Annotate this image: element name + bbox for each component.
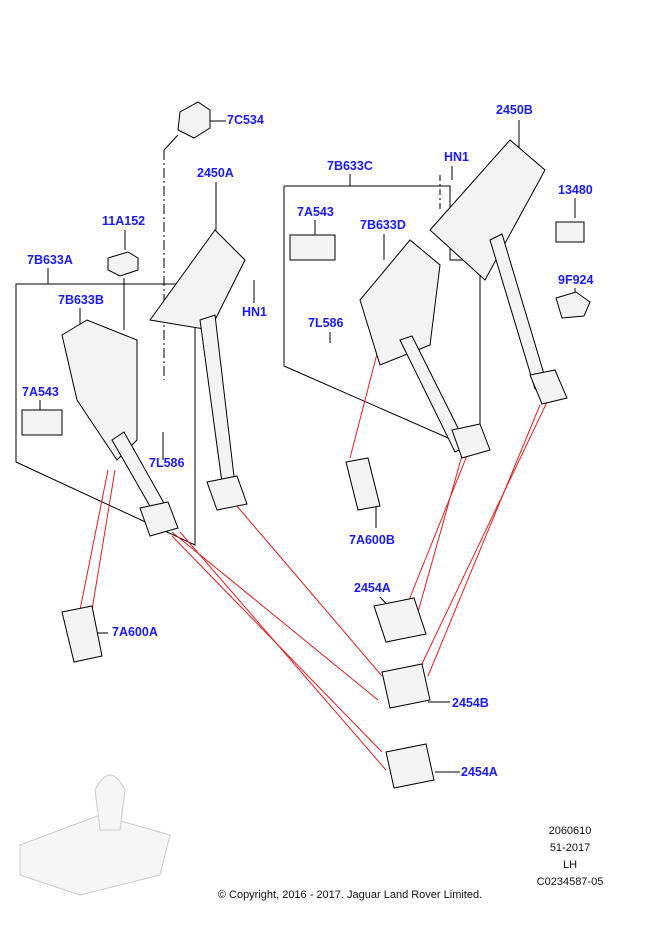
pad-2454B bbox=[381, 663, 431, 709]
sensor-11A152 bbox=[107, 251, 139, 277]
actuator-7A543-right bbox=[289, 234, 336, 261]
callout-HN1-left[interactable]: HN1 bbox=[242, 305, 268, 319]
pedal-pad-2450A bbox=[206, 475, 248, 511]
diagram-code: 2060610 bbox=[548, 825, 592, 837]
callout-7A600B[interactable]: 7A600B bbox=[349, 533, 395, 547]
gear-shift-ghost bbox=[19, 774, 171, 896]
callout-11A152[interactable]: 11A152 bbox=[102, 214, 146, 228]
callout-HN1-right[interactable]: HN1 bbox=[444, 150, 470, 164]
diagram-side: LH bbox=[562, 859, 578, 871]
pad-2454A-top bbox=[373, 597, 427, 643]
callout-13480[interactable]: 13480 bbox=[558, 183, 593, 197]
callout-2454B[interactable]: 2454B bbox=[452, 696, 489, 710]
pedal-pad-right bbox=[451, 423, 491, 459]
cover-7A600A bbox=[61, 605, 103, 663]
sensor-13480 bbox=[555, 221, 585, 243]
bracket-7B633B bbox=[61, 319, 138, 461]
callout-7C534[interactable]: 7C534 bbox=[227, 113, 264, 127]
callout-7B633C[interactable]: 7B633C bbox=[327, 159, 373, 173]
sensor-9F924 bbox=[555, 291, 591, 319]
pedal-arm-2450B bbox=[489, 233, 548, 390]
cover-7A600B bbox=[345, 457, 381, 511]
callout-7B633A[interactable]: 7B633A bbox=[27, 253, 73, 267]
pedal-pad-left bbox=[139, 501, 179, 537]
callout-7L586-right[interactable]: 7L586 bbox=[308, 316, 344, 330]
pedal-bracket-2450B bbox=[429, 139, 546, 281]
red-leaders bbox=[79, 349, 549, 771]
pedal-arm-2450A bbox=[199, 314, 236, 491]
callout-7A600A[interactable]: 7A600A bbox=[112, 625, 158, 639]
callout-7B633D[interactable]: 7B633D bbox=[360, 218, 406, 232]
callout-9F924[interactable]: 9F924 bbox=[558, 273, 594, 287]
pad-2454A-bottom bbox=[385, 743, 435, 789]
pedal-pad-2450B bbox=[529, 369, 568, 405]
callout-7B633B[interactable]: 7B633B bbox=[58, 293, 104, 307]
callout-2454A-bottom[interactable]: 2454A bbox=[461, 765, 498, 779]
callout-2450A[interactable]: 2450A bbox=[197, 166, 234, 180]
callout-7L586-left[interactable]: 7L586 bbox=[149, 456, 185, 470]
bracket-7B633D bbox=[359, 239, 441, 366]
diagram-date: 51-2017 bbox=[549, 842, 591, 854]
switch-7C534 bbox=[177, 101, 211, 139]
pedal-bracket-2450A bbox=[149, 229, 246, 331]
actuator-7A543-left bbox=[21, 409, 63, 436]
callout-7A543-right[interactable]: 7A543 bbox=[297, 205, 334, 219]
callout-2454A-top[interactable]: 2454A bbox=[354, 581, 391, 595]
callout-2450B[interactable]: 2450B bbox=[496, 103, 533, 117]
callout-7A543-left[interactable]: 7A543 bbox=[22, 385, 59, 399]
copyright: © Copyright, 2016 - 2017. Jaguar Land Ro… bbox=[217, 889, 483, 901]
components bbox=[21, 101, 591, 789]
diagram-ref: C0234587-05 bbox=[536, 876, 604, 888]
